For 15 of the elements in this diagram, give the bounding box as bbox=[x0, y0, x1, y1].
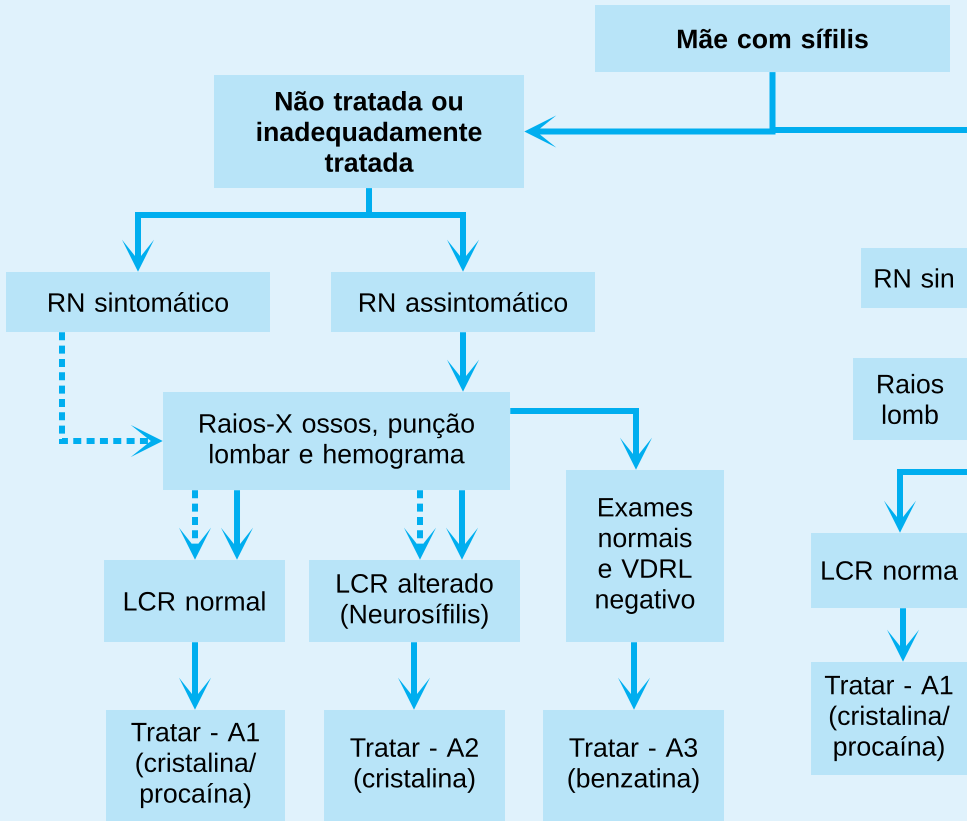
process-box: Tratar - A3 (benzatina) bbox=[543, 710, 724, 821]
process-box: Tratar - A1 (cristalina/ procaína) bbox=[811, 662, 967, 775]
process-box: LCR normal bbox=[104, 560, 285, 642]
process-box: Raios-X ossos, punção lombar e hemograma bbox=[163, 392, 510, 490]
process-box: RN sin bbox=[861, 248, 967, 308]
process-box: Raios lomb bbox=[853, 358, 967, 440]
process-box: Tratar - A2 (cristalina) bbox=[324, 710, 505, 821]
process-box: RN assintomático bbox=[331, 272, 595, 332]
process-box: Exames normais e VDRL negativo bbox=[566, 470, 724, 642]
process-box: LCR alterado (Neurosífilis) bbox=[309, 560, 520, 642]
process-box: Não tratada ou inadequadamente tratada bbox=[214, 75, 524, 188]
process-box: RN sintomático bbox=[6, 272, 270, 332]
process-box: LCR norma bbox=[811, 533, 967, 608]
process-box: Tratar - A1 (cristalina/ procaína) bbox=[106, 710, 286, 821]
process-box: Mãe com sífilis bbox=[595, 5, 950, 72]
